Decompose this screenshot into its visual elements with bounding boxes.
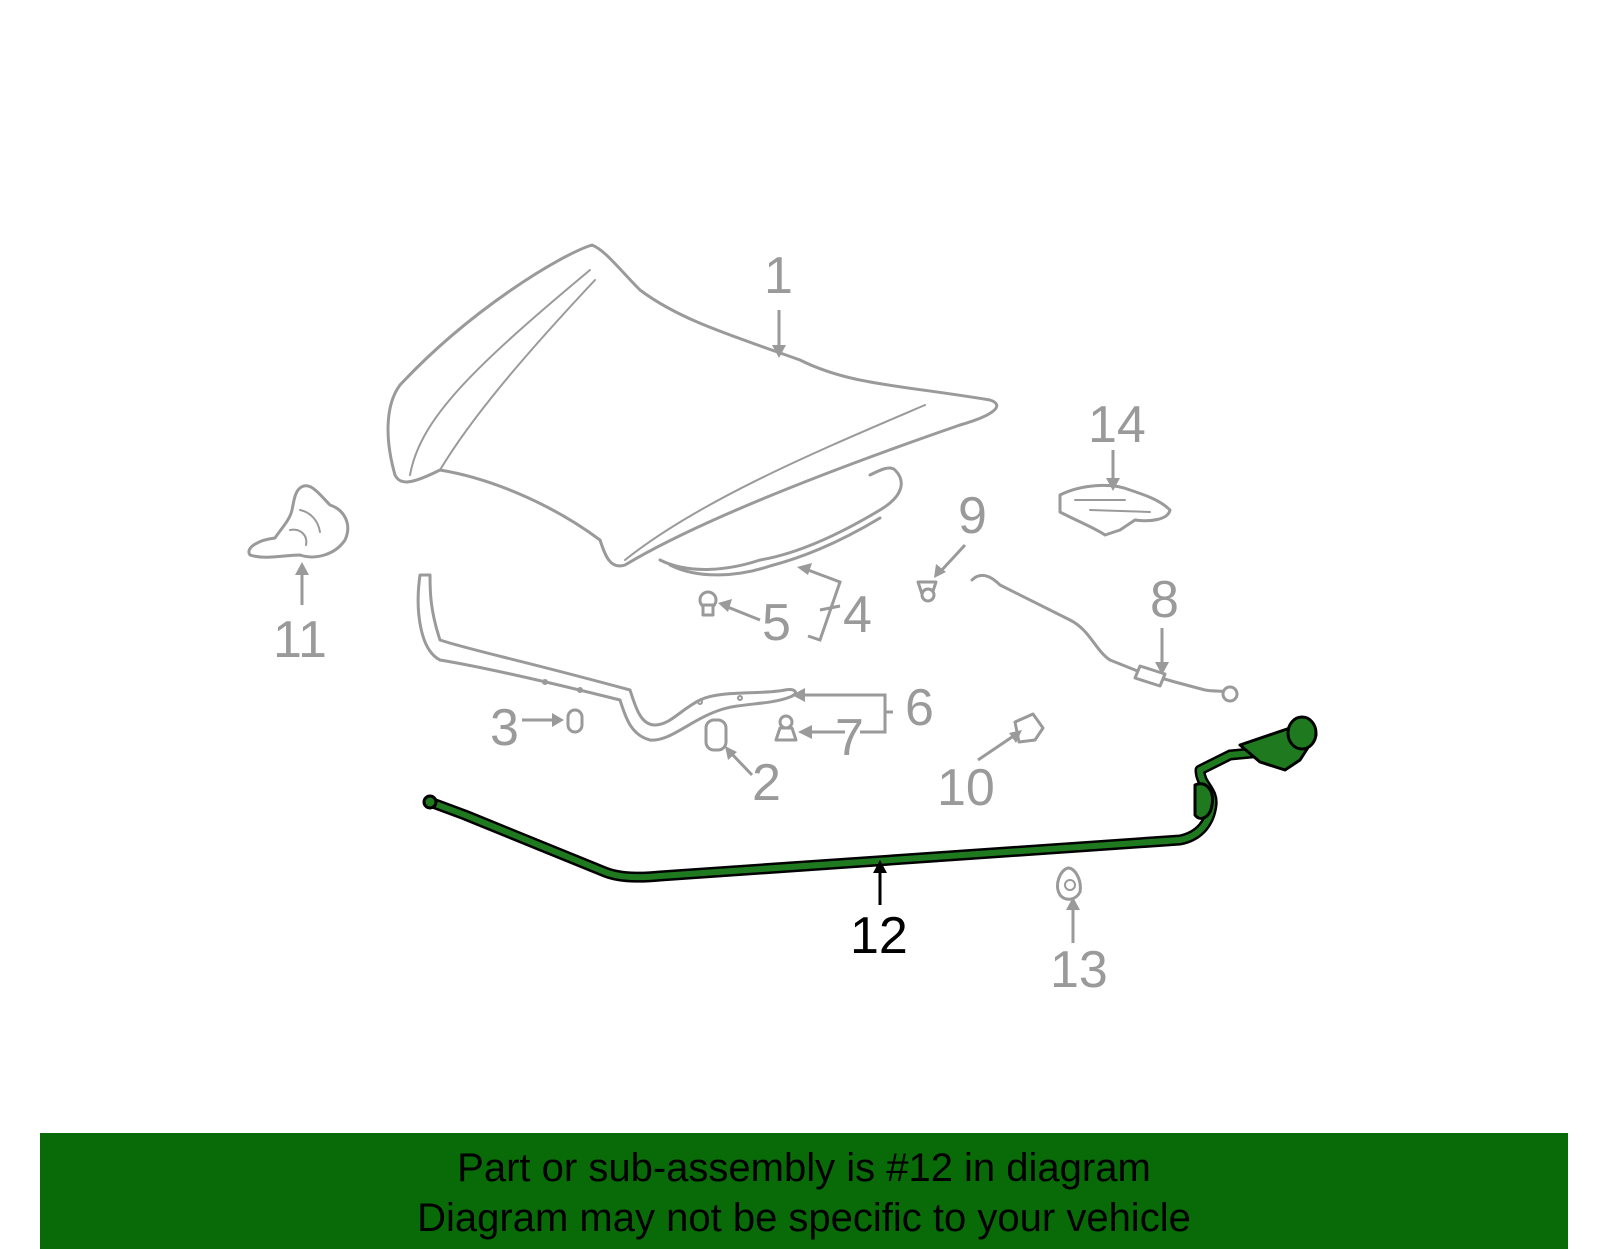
- callout-11: 11: [273, 611, 327, 669]
- hood-release-cable: [422, 715, 1318, 883]
- callout-12: 12: [850, 907, 908, 965]
- hood-panel: [386, 243, 999, 568]
- bumper-2: [704, 718, 728, 752]
- callout-1: 1: [764, 247, 793, 305]
- callout-14: 14: [1088, 396, 1146, 454]
- callout-5: 5: [762, 594, 791, 652]
- hood-latch: [247, 484, 350, 559]
- clip-9: [916, 580, 938, 603]
- callout-13: 13: [1050, 941, 1108, 999]
- clip-7: [774, 714, 798, 742]
- callout-3: 3: [490, 699, 519, 757]
- callout-9: 9: [958, 487, 987, 545]
- callout-6: 6: [905, 679, 934, 737]
- callout-10: 10: [937, 759, 995, 817]
- callout-8: 8: [1150, 571, 1179, 629]
- clip-5: [698, 590, 718, 617]
- hood-inner-frame: [658, 466, 903, 577]
- clip-13: [1056, 866, 1082, 901]
- callout-4: 4: [843, 586, 872, 644]
- hood-support-rod: [970, 573, 1239, 703]
- leader-lines: [295, 310, 1169, 943]
- callout-2: 2: [752, 754, 781, 812]
- hood-seal-strip: [416, 573, 797, 742]
- callout-7: 7: [835, 709, 864, 767]
- banner-line-1: Part or sub-assembly is #12 in diagram: [457, 1146, 1151, 1190]
- hood-hinge: [1058, 484, 1172, 537]
- clip-10: [1013, 712, 1045, 744]
- bumper-3: [566, 708, 584, 734]
- info-banner: Part or sub-assembly is #12 in diagram D…: [40, 1133, 1568, 1249]
- banner-line-2: Diagram may not be specific to your vehi…: [417, 1196, 1191, 1240]
